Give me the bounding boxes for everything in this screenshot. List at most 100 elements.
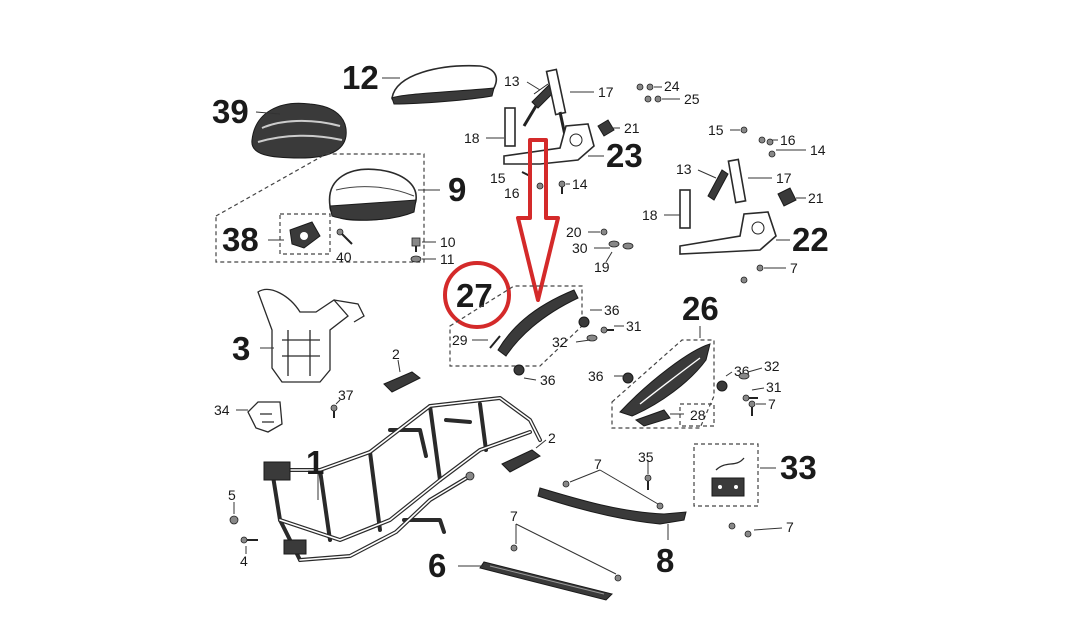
leader-2a <box>397 359 401 373</box>
label-15b: 15 <box>708 122 724 138</box>
label-37: 37 <box>338 387 354 403</box>
label-19: 19 <box>594 259 610 275</box>
part-17b-strut <box>727 158 747 204</box>
label-36b: 36 <box>540 372 556 388</box>
part-21a-cap <box>597 119 615 137</box>
label-18a: 18 <box>464 130 480 146</box>
part-40-screw <box>336 228 353 245</box>
label-25: 25 <box>684 91 700 107</box>
part-3-luggage-carrier <box>257 288 365 383</box>
part-21b-cap <box>777 187 797 207</box>
label-8: 8 <box>656 542 674 579</box>
group-box-38 <box>279 213 331 255</box>
label-14a: 14 <box>572 176 588 192</box>
leader-8-b <box>599 469 659 505</box>
part-34-bracket <box>247 401 283 433</box>
label-10: 10 <box>440 234 456 250</box>
label-1: 1 <box>306 444 324 481</box>
leader-13a <box>526 81 541 91</box>
part-9-seat <box>328 168 417 221</box>
part-39-seat-cover <box>251 102 347 159</box>
part-35-bolt <box>644 474 652 490</box>
label-3: 3 <box>232 330 250 367</box>
label-16a: 16 <box>504 185 520 201</box>
label-7-lower: 7 <box>594 456 602 472</box>
group-box-28 <box>679 403 715 427</box>
highlight-circle <box>443 261 511 329</box>
leader-7d <box>753 527 783 531</box>
label-27: 27 <box>456 277 493 314</box>
part-13b-gas-strut <box>707 169 729 201</box>
label-32a: 32 <box>552 334 568 350</box>
label-6: 6 <box>428 547 446 584</box>
label-35: 35 <box>638 449 654 465</box>
label-18b: 18 <box>642 207 658 223</box>
part-16b-washer <box>758 136 774 146</box>
leader-2b <box>535 439 547 449</box>
part-5-bolt <box>229 515 239 525</box>
label-7c: 7 <box>510 508 518 524</box>
label-39: 39 <box>212 93 249 130</box>
part-7a-screw <box>740 264 764 284</box>
part-18b-rod <box>679 189 691 229</box>
leader-39 <box>255 111 281 115</box>
label-13a: 13 <box>504 73 520 89</box>
part-7d-screw <box>728 522 752 538</box>
label-13b: 13 <box>676 161 692 177</box>
part-37-screw <box>330 404 338 418</box>
leader-31b <box>751 387 765 391</box>
part-36d-grommet <box>716 380 728 392</box>
label-7a: 7 <box>790 260 798 276</box>
part-1-frame <box>263 396 542 562</box>
label-17b: 17 <box>776 170 792 186</box>
part-25-nut <box>644 95 662 103</box>
leader-13b <box>697 169 717 179</box>
part-4-screw <box>240 536 258 544</box>
part-20-bolt <box>600 228 608 236</box>
label-33: 33 <box>780 449 817 486</box>
label-17a: 17 <box>598 84 614 100</box>
part-27-rear-cover <box>497 289 579 357</box>
label-28: 28 <box>690 407 706 423</box>
leader-7c-b <box>515 523 617 575</box>
label-24: 24 <box>664 78 680 94</box>
group-box-33 <box>693 443 759 507</box>
part-32a-washer <box>586 334 598 342</box>
label-21a: 21 <box>624 120 640 136</box>
part-28-trim <box>634 409 671 427</box>
part-15b-bolt <box>740 126 748 134</box>
part-8-lower-trim <box>537 480 687 525</box>
part-16a-washer <box>536 182 544 190</box>
leader-32a <box>575 339 591 343</box>
label-31a: 31 <box>626 318 642 334</box>
label-32b: 32 <box>764 358 780 374</box>
leader-36d <box>725 371 733 377</box>
part-7c-screw <box>510 544 622 582</box>
part-18-rod <box>504 107 516 147</box>
label-22: 22 <box>792 221 829 258</box>
part-26-side-cover <box>619 343 711 417</box>
part-10-bolt <box>411 237 421 252</box>
part-22-bracket <box>679 211 777 255</box>
part-36c-grommet <box>622 372 634 384</box>
label-31b: 31 <box>766 379 782 395</box>
part-6-floor-rail <box>479 561 613 601</box>
part-11-washer <box>410 255 422 263</box>
label-2a: 2 <box>392 346 400 362</box>
part-23-bracket <box>503 123 595 165</box>
label-40: 40 <box>336 249 352 265</box>
label-2b: 2 <box>548 430 556 446</box>
part-31b-screw <box>742 394 758 402</box>
label-7d: 7 <box>786 519 794 535</box>
label-15a: 15 <box>490 170 506 186</box>
part-30-washer <box>608 240 634 250</box>
part-31a-screw <box>600 326 614 334</box>
label-14b: 14 <box>810 142 826 158</box>
part-36a-grommet <box>578 316 590 328</box>
label-11: 11 <box>440 251 455 267</box>
leader-19 <box>605 251 613 263</box>
highlight-arrow <box>516 138 560 302</box>
part-38-lock <box>289 221 321 249</box>
label-36a: 36 <box>604 302 620 318</box>
label-29: 29 <box>452 332 468 348</box>
